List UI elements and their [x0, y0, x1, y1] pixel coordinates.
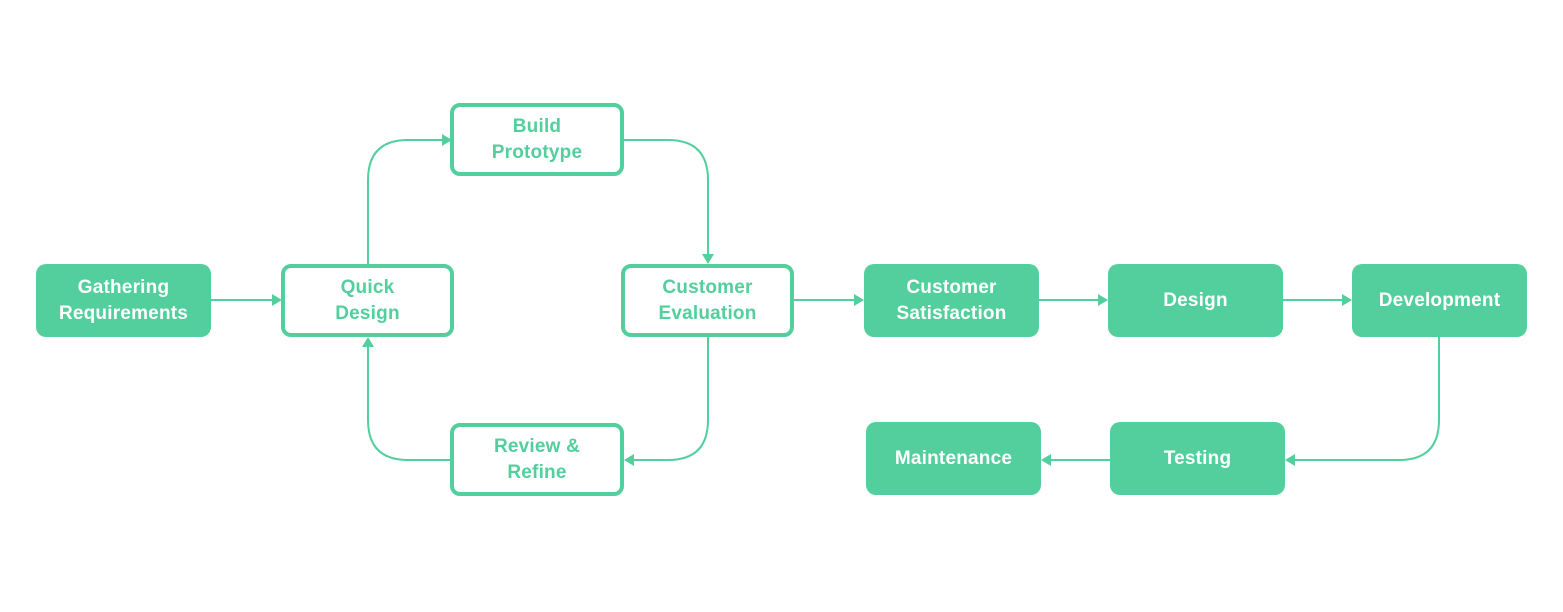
edge-quick-design-to-build-prototype [367, 139, 444, 264]
arrowhead-quick-design-bottom [362, 337, 374, 347]
arrowhead-testing-right [1285, 454, 1295, 466]
arrowhead-review-refine-right [624, 454, 634, 466]
node-review-refine: Review & Refine [450, 423, 624, 496]
node-development: Development [1352, 264, 1527, 337]
edge-review-refine-to-quick-design [367, 345, 450, 461]
node-testing: Testing [1110, 422, 1285, 495]
edge-customer-evaluation-to-review-refine [632, 337, 709, 461]
node-build-prototype: Build Prototype [450, 103, 624, 176]
arrowhead-maintenance-right [1041, 454, 1051, 466]
node-customer-satisfaction: Customer Satisfaction [864, 264, 1039, 337]
node-gathering-requirements: Gathering Requirements [36, 264, 211, 337]
node-customer-evaluation: Customer Evaluation [621, 264, 794, 337]
arrowhead-development-left [1342, 294, 1352, 306]
arrowhead-build-prototype-left [442, 134, 452, 146]
edge-development-to-testing [1293, 337, 1440, 461]
arrowhead-design-left [1098, 294, 1108, 306]
node-quick-design: Quick Design [281, 264, 454, 337]
arrowhead-customer-evaluation-top [702, 254, 714, 264]
node-maintenance: Maintenance [866, 422, 1041, 495]
edge-build-prototype-to-customer-evaluation [624, 139, 709, 256]
arrowhead-quick-design-left [272, 294, 282, 306]
arrowhead-customer-satisfaction-left [854, 294, 864, 306]
node-design: Design [1108, 264, 1283, 337]
